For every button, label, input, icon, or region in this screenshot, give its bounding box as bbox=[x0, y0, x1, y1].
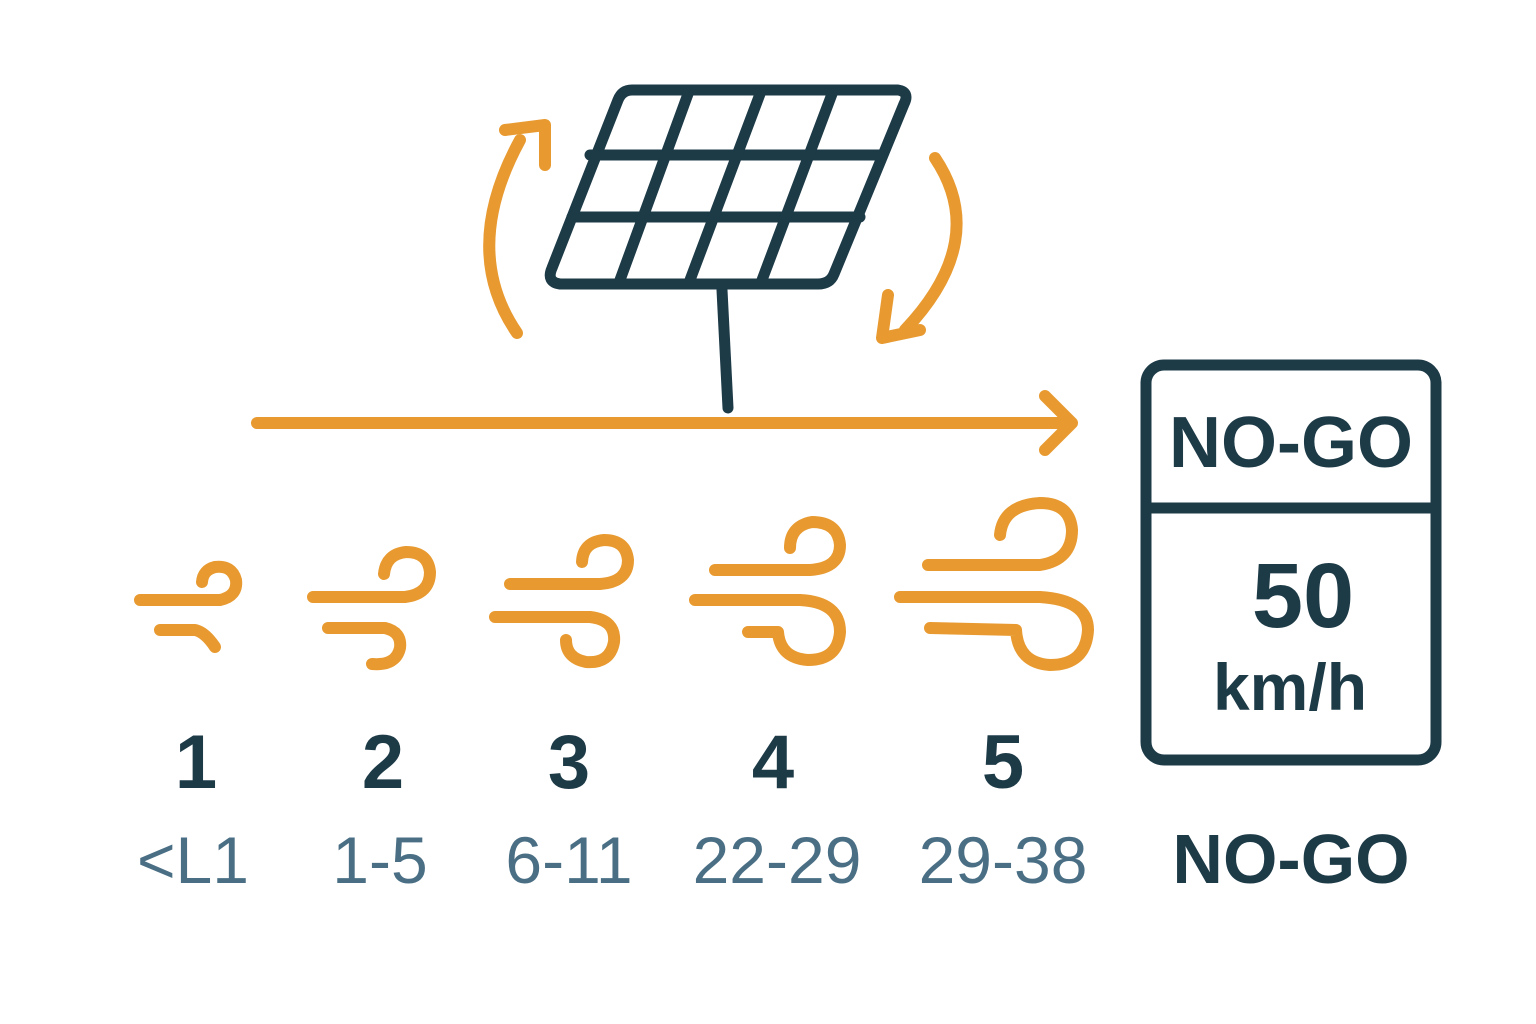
level-number: 4 bbox=[752, 720, 794, 805]
sign-speed: 50 bbox=[1252, 545, 1354, 647]
wind-icon-level-4 bbox=[689, 516, 846, 666]
wind-icon-level-2 bbox=[307, 546, 436, 671]
level-number: 1 bbox=[175, 720, 217, 805]
sign-unit: km/h bbox=[1213, 650, 1367, 724]
wind-speed-axis-arrow bbox=[251, 390, 1078, 456]
sign-title: NO-GO bbox=[1169, 403, 1413, 483]
level-number: 5 bbox=[982, 720, 1024, 805]
level-range: 29-38 bbox=[919, 823, 1088, 897]
wind-icon-level-3 bbox=[489, 534, 634, 669]
wind-icon-level-1 bbox=[134, 560, 243, 653]
level-range: 6-11 bbox=[505, 823, 632, 897]
level-range: <L1 bbox=[137, 823, 249, 897]
level-range: 1-5 bbox=[332, 823, 427, 897]
wind-icon-level-5 bbox=[894, 497, 1094, 671]
solar-panel-icon bbox=[544, 84, 912, 414]
no-go-label: NO-GO bbox=[1172, 820, 1409, 898]
rotate-arrow-right-icon bbox=[876, 152, 963, 344]
rotate-arrow-left-icon bbox=[483, 119, 551, 339]
speed-limit-sign: NO-GO 50 km/h bbox=[1140, 359, 1442, 766]
level-number: 3 bbox=[548, 720, 590, 805]
level-range: 22-29 bbox=[693, 823, 862, 897]
level-number: 2 bbox=[362, 720, 404, 805]
